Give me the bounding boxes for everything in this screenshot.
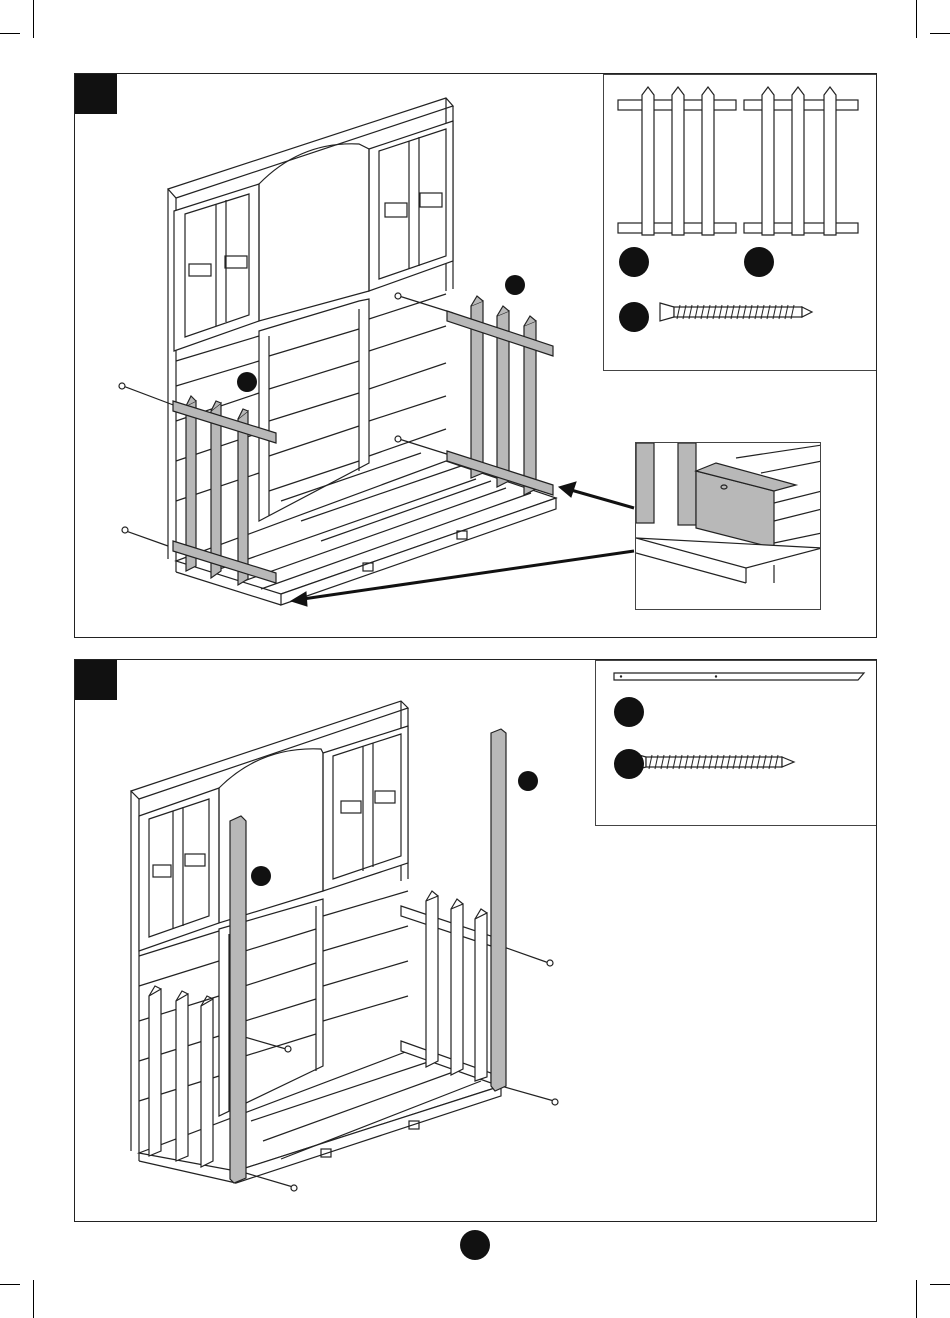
part-callout-dot bbox=[744, 247, 774, 277]
crop-mark bbox=[916, 0, 917, 38]
step-panel-a bbox=[74, 73, 877, 638]
part-callout-dot bbox=[619, 247, 649, 277]
crop-mark bbox=[916, 1280, 917, 1318]
part-callout-dot bbox=[619, 302, 649, 332]
crop-mark bbox=[0, 1284, 20, 1285]
crop-mark bbox=[0, 33, 20, 34]
part-callout-dot bbox=[614, 697, 644, 727]
crop-mark bbox=[33, 1280, 34, 1318]
crop-mark bbox=[33, 0, 34, 38]
crop-mark bbox=[930, 33, 950, 34]
parts-list-drawing bbox=[596, 661, 877, 827]
detail-inset bbox=[635, 442, 821, 610]
step-panel-b bbox=[74, 659, 877, 1222]
parts-list-box bbox=[603, 74, 877, 371]
crop-mark bbox=[930, 1284, 950, 1285]
part-callout-dot bbox=[505, 275, 525, 295]
detail-inset-drawing bbox=[636, 443, 821, 610]
part-callout-dot bbox=[251, 866, 271, 886]
part-callout-dot bbox=[518, 771, 538, 791]
parts-list-box bbox=[595, 660, 877, 826]
parts-list-drawing bbox=[604, 75, 877, 372]
part-callout-dot bbox=[614, 749, 644, 779]
part-callout-dot bbox=[237, 372, 257, 392]
page-number-badge bbox=[460, 1230, 490, 1260]
